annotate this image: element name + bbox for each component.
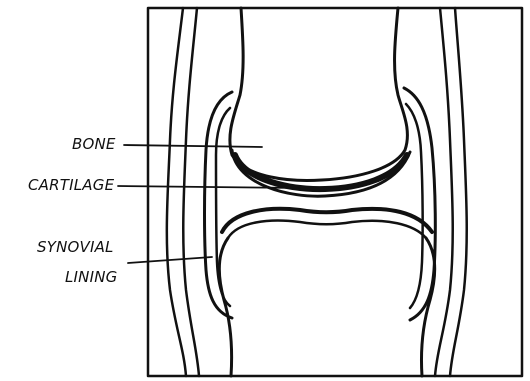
right-outer-line-2 (435, 8, 453, 376)
left-outer-line-2 (183, 8, 199, 376)
lower-bone (219, 238, 435, 376)
label-cartilage: CARTILAGE (28, 176, 114, 194)
left-synovial-inner (216, 108, 230, 306)
label-lining: LINING (65, 268, 117, 286)
label-synovial: SYNOVIAL (37, 238, 114, 256)
cartilage-leader (118, 186, 300, 188)
label-bone: BONE (72, 135, 116, 153)
bone-leader (124, 145, 262, 147)
lower-cartilage-top (222, 209, 432, 232)
synovial-leader (128, 257, 212, 263)
upper-bone (230, 8, 408, 180)
lower-cartilage-inner (228, 221, 426, 238)
